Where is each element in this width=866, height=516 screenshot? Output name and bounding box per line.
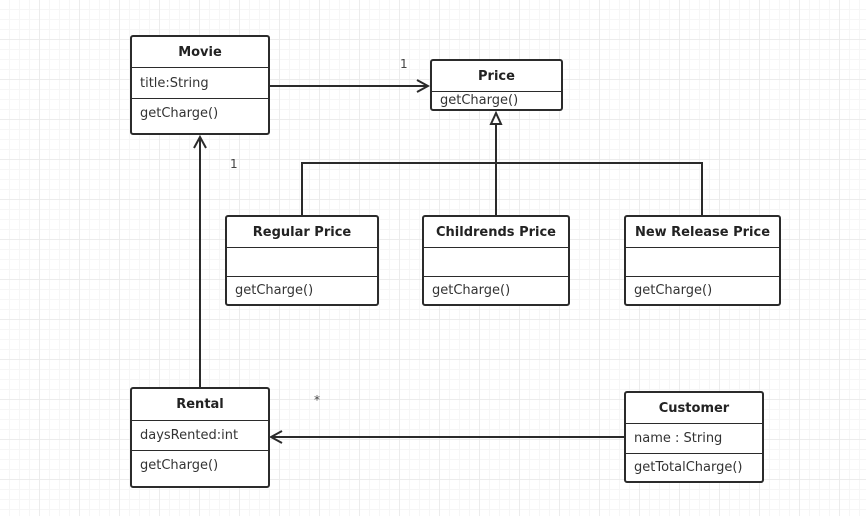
class-customer[interactable]: Customer name : String getTotalCharge() (624, 391, 764, 483)
class-movie-attributes: title:String (132, 67, 268, 98)
class-childrens-price-operations: getCharge() (424, 276, 568, 304)
class-customer-name: Customer (658, 400, 730, 416)
class-new-release-price-operations: getCharge() (626, 276, 779, 304)
class-rental-attributes: daysRented:int (132, 420, 268, 450)
class-rental-operations: getCharge() (132, 450, 268, 480)
class-new-release-price-name: New Release Price (634, 224, 771, 240)
class-regular-price-name: Regular Price (252, 224, 352, 240)
multiplicity-rental-movie: 1 (230, 157, 238, 171)
class-price-name: Price (478, 68, 515, 84)
class-childrens-price-attributes (424, 247, 568, 276)
class-rental-name: Rental (176, 397, 224, 412)
class-regular-price-operations: getCharge() (227, 276, 377, 304)
class-price-operations: getCharge() (432, 91, 561, 109)
class-movie[interactable]: Movie title:String getCharge() (130, 35, 270, 135)
class-price[interactable]: Price getCharge() (430, 59, 563, 111)
class-childrens-price-name: Childrends Price (436, 224, 556, 240)
class-movie-operations: getCharge() (132, 98, 268, 128)
class-regular-price[interactable]: Regular Price getCharge() (225, 215, 379, 306)
multiplicity-customer-rental: * (314, 393, 320, 407)
class-regular-price-attributes (227, 247, 377, 276)
class-rental[interactable]: Rental daysRented:int getCharge() (130, 387, 270, 488)
class-new-release-price-attributes (626, 247, 779, 276)
multiplicity-movie-price: 1 (400, 57, 408, 71)
class-new-release-price[interactable]: New Release Price getCharge() (624, 215, 781, 306)
edge-generalization (301, 110, 703, 216)
class-customer-operations: getTotalCharge() (626, 453, 762, 481)
class-movie-name: Movie (178, 44, 222, 60)
class-customer-attributes: name : String (626, 423, 762, 453)
class-childrens-price[interactable]: Childrends Price getCharge() (422, 215, 570, 306)
